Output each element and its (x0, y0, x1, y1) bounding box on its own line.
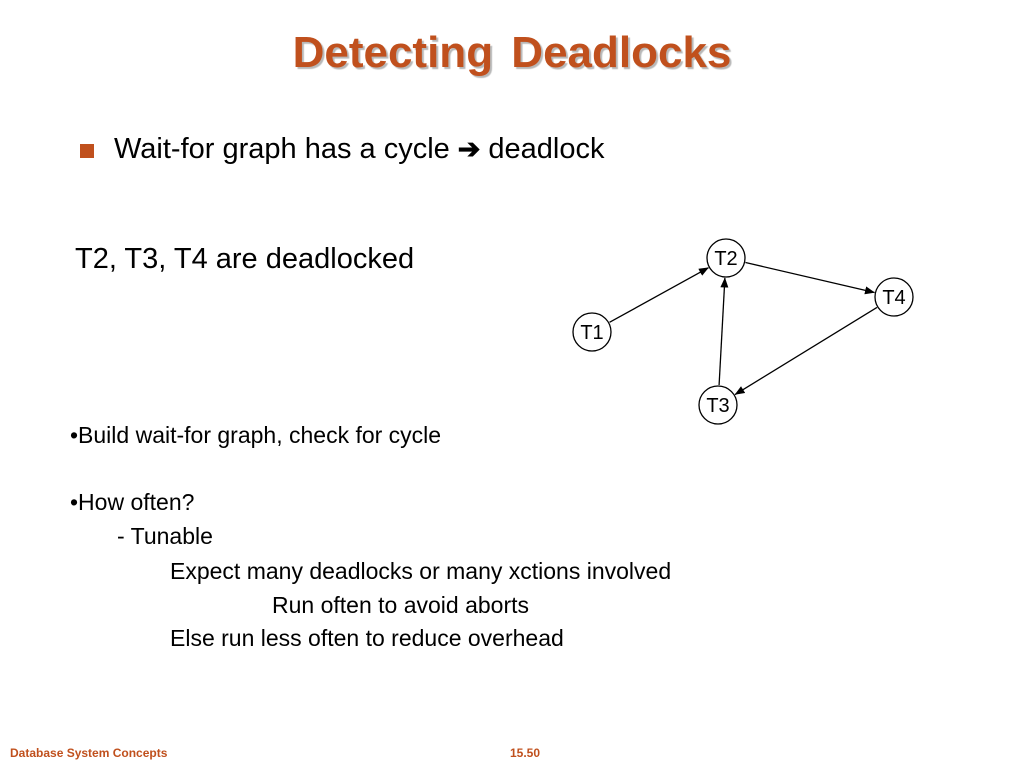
edge-t2-to-t4 (745, 261, 876, 295)
node-t4: T4 (874, 277, 914, 317)
body-line-expect-many: Expect many deadlocks or many xctions in… (170, 558, 672, 584)
node-circle-t2 (706, 238, 746, 278)
node-label-t3: T3 (706, 395, 729, 417)
edge-t1-to-t2 (609, 267, 709, 323)
footer-page-number: 15.50 (510, 746, 541, 760)
body-line-how-often: •How often? (70, 489, 195, 515)
main-bullet-text-before: Wait-for graph has a cycle (114, 133, 450, 165)
deadlocked-statement: T2, T3, T4 are deadlocked (75, 243, 415, 275)
node-label-t2: T2 (714, 248, 737, 270)
slide-title: Detecting Deadlocks (292, 28, 732, 77)
node-t2: T2 (706, 238, 746, 278)
node-label-t4: T4 (882, 287, 905, 309)
footer-left-text: Database System Concepts (10, 746, 168, 760)
node-circle-t1 (572, 312, 612, 352)
node-circle-t3 (698, 385, 738, 425)
node-t1: T1 (572, 312, 612, 352)
body-line-build-graph: •Build wait-for graph, check for cycle (70, 422, 442, 448)
node-t3: T3 (698, 385, 738, 425)
edge-t3-to-t2 (718, 277, 729, 386)
main-bullet: Wait-for graph has a cycle ➔ deadlock (80, 133, 605, 166)
body-line-run-often: Run often to avoid aborts (272, 592, 529, 618)
body-line-tunable: - Tunable (117, 523, 213, 549)
body-line-else-run: Else run less often to reduce overhead (170, 625, 564, 651)
square-bullet-icon (80, 143, 94, 158)
right-arrow-icon: ➔ (457, 134, 481, 164)
node-label-t1: T1 (580, 322, 603, 344)
graph-edges (609, 261, 878, 396)
main-bullet-text: Wait-for graph has a cycle ➔ deadlock (114, 133, 605, 166)
main-bullet-text-after: deadlock (488, 133, 605, 165)
node-circle-t4 (874, 277, 914, 317)
edge-t4-to-t3 (734, 306, 878, 396)
